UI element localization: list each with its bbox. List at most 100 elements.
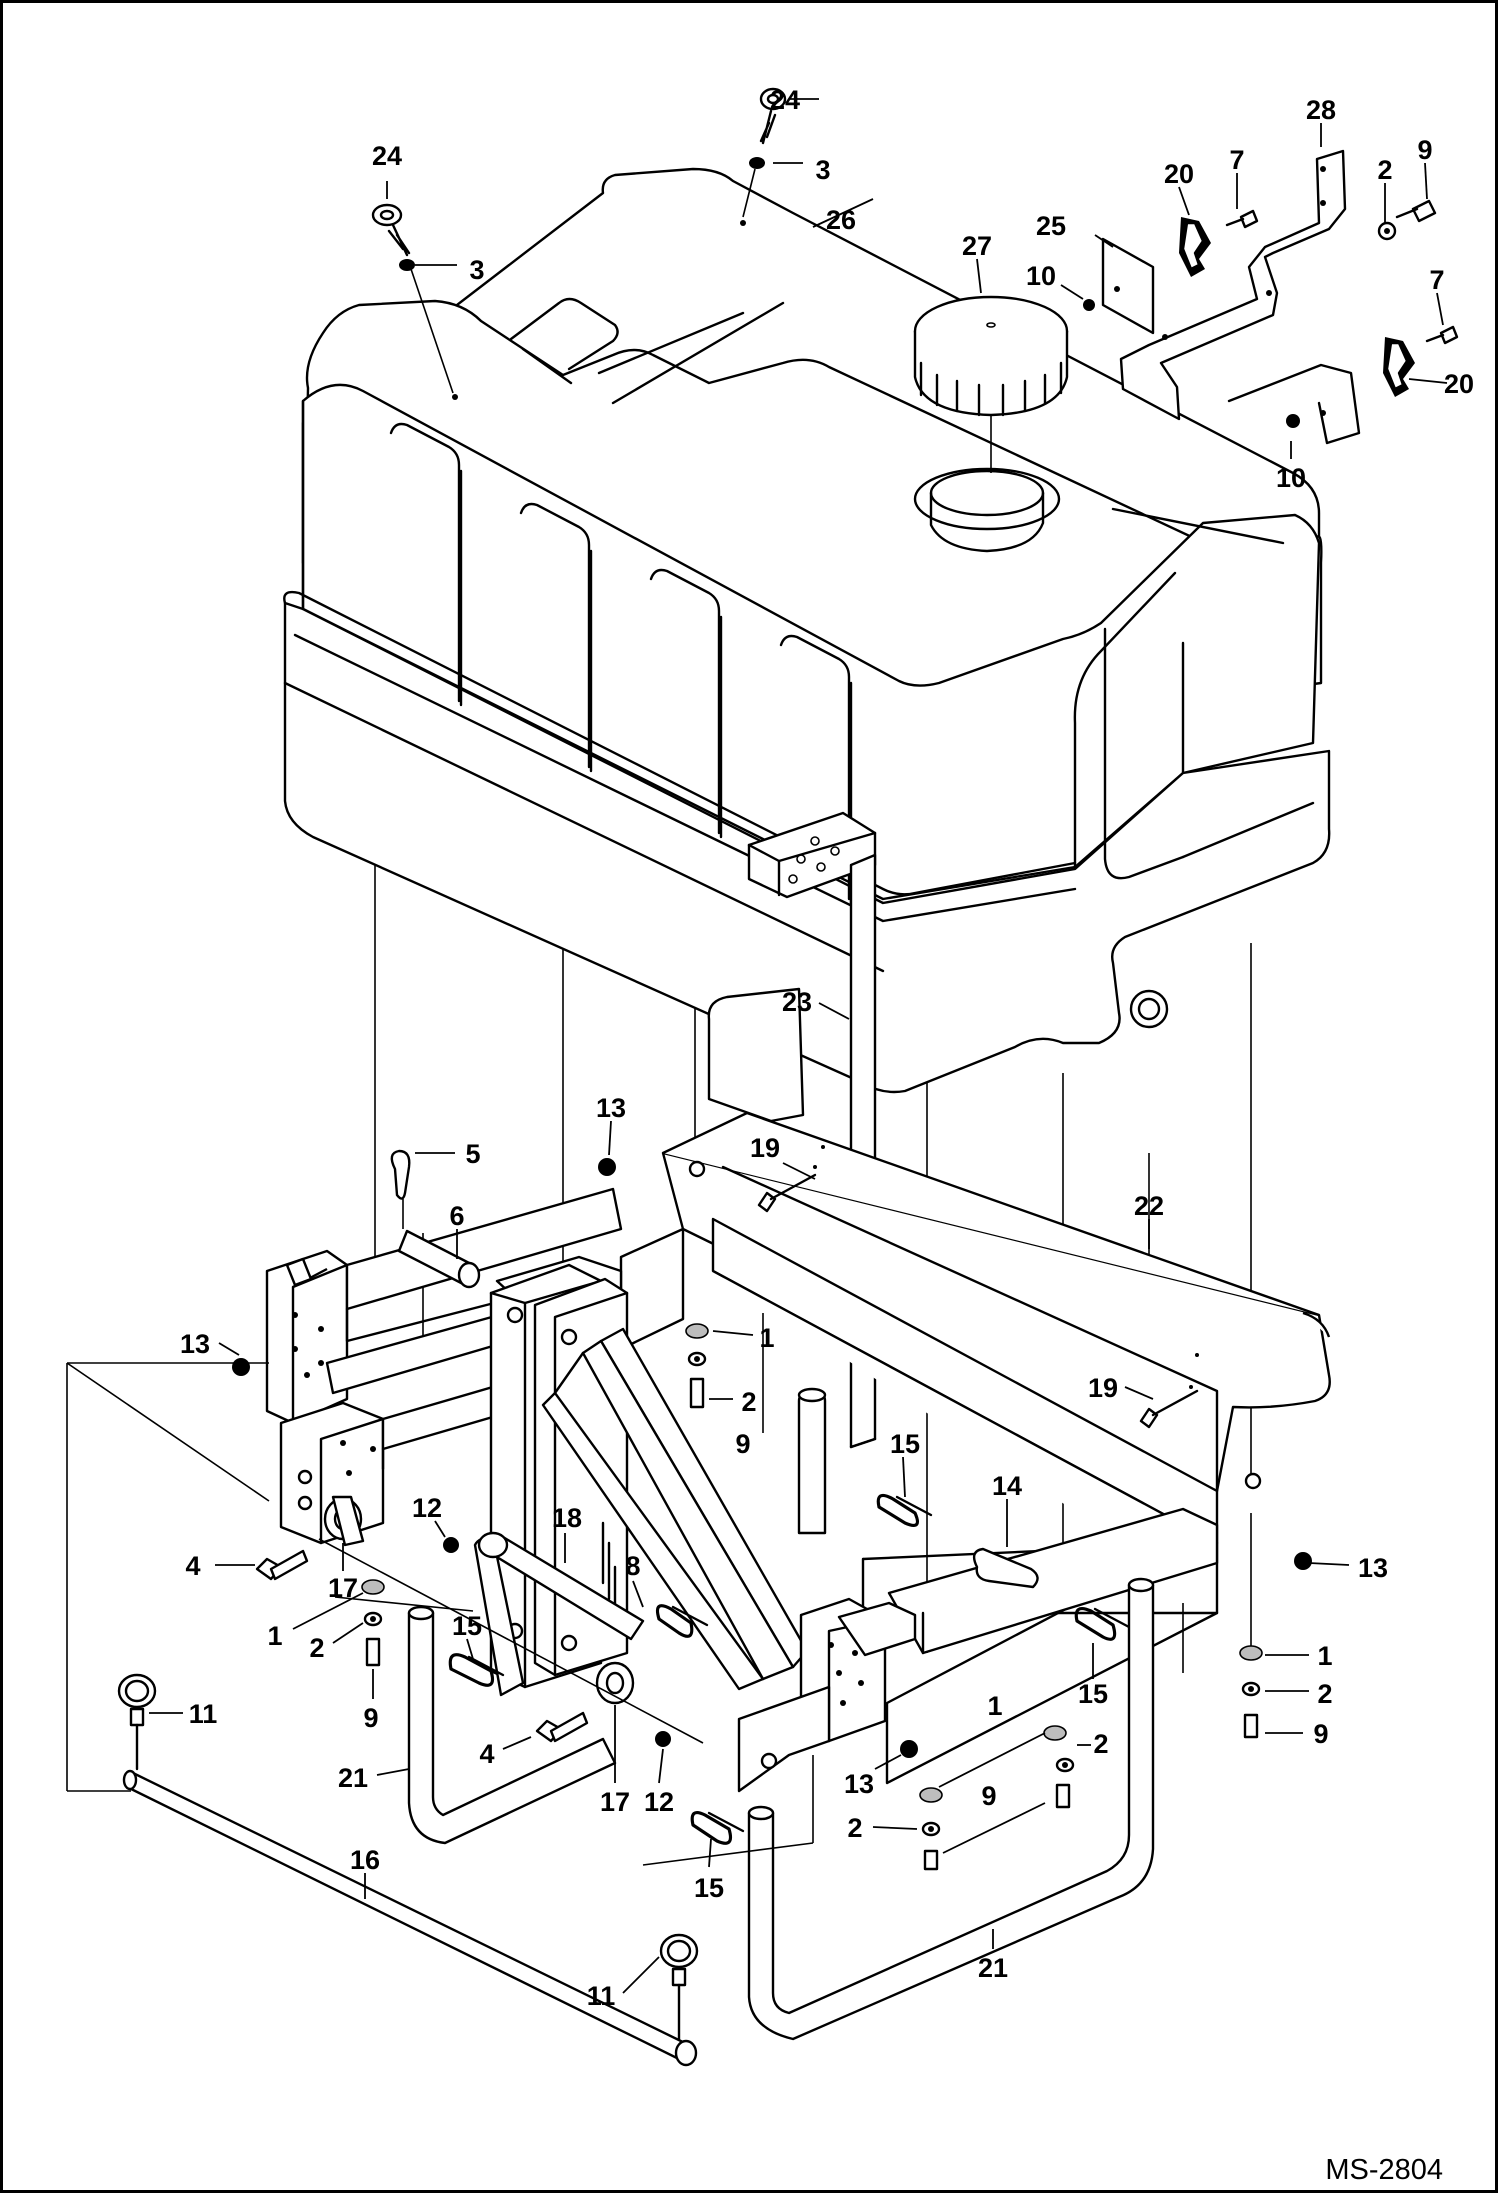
bolt-4-left [255,1549,309,1581]
hardware-stack-right [1239,1645,1263,1739]
bolt-19-right [1139,1389,1199,1429]
callout-21: 21 [978,1953,1008,1983]
drawing-code: MS-2804 [1325,2154,1443,2186]
callout-2: 2 [1317,1679,1332,1709]
callout-12: 12 [412,1493,442,1523]
callout-2: 2 [1093,1729,1108,1759]
callout-9: 9 [1313,1719,1328,1749]
bolt-19-upper [757,1173,817,1213]
hardware-stack-center [685,1323,709,1409]
callout-1: 1 [1317,1641,1332,1671]
roller-17-left [323,1495,365,1547]
ubolt-15-bottom [690,1811,745,1845]
roller-17-right [595,1661,635,1705]
plate-22 [661,987,1331,1493]
ubolt-15-mid [655,1604,709,1638]
brace-8 [541,1327,809,1691]
clip-20-upper [1179,217,1211,277]
callout-1: 1 [759,1323,774,1353]
callout-3: 3 [815,155,830,185]
callout-1: 1 [987,1691,1002,1721]
reference-lines [66,1362,1184,1866]
exploded-parts-diagram: 2432624328207292527107201023131952261312… [66,85,1474,2186]
callout-15: 15 [1078,1679,1108,1709]
callout-15: 15 [694,1873,724,1903]
callout-3: 3 [469,255,484,285]
hardware-stack-left [361,1579,385,1667]
eyebolt-24-left [371,203,458,400]
callout-9: 9 [363,1703,378,1733]
callout-19: 19 [1088,1373,1118,1403]
callout-2: 2 [309,1633,324,1663]
ubolt-15-right-top [876,1493,933,1527]
callout-13: 13 [1358,1553,1388,1583]
callout-19: 19 [750,1133,780,1163]
ring-pin-11-left [117,1673,157,1771]
callout-2: 2 [741,1387,756,1417]
callout-9: 9 [981,1781,996,1811]
callout-22: 22 [1134,1191,1164,1221]
callout-12: 12 [644,1787,674,1817]
callout-11: 11 [189,1699,218,1729]
callout-20: 20 [1164,159,1194,189]
callout-16: 16 [350,1845,380,1875]
tank-26 [283,167,1331,1094]
eyebolt-24-right [740,87,787,226]
callout-21: 21 [338,1763,368,1793]
callout-25: 25 [1036,211,1066,241]
ubolt-15-right [1074,1607,1131,1641]
callout-4: 4 [185,1551,200,1581]
tube-handle-21-left [407,1605,617,1845]
callout-8: 8 [625,1551,640,1581]
callout-11: 11 [587,1981,616,2011]
bar-16 [122,1769,698,2067]
callout-5: 5 [465,1139,480,1169]
callout-17: 17 [328,1573,358,1603]
hardware-stack-lower [919,1787,943,1871]
callout-7: 7 [1429,265,1444,295]
shaft-18 [477,1531,645,1641]
callout-27: 27 [962,231,992,261]
callout-15: 15 [452,1611,482,1641]
callout-10: 10 [1276,463,1306,493]
tube-posts [473,1387,827,1697]
callout-28: 28 [1306,95,1336,125]
ring-pin-11-right [659,1933,699,2041]
callout-2: 2 [847,1813,862,1843]
lower-frame [619,1217,1219,1785]
bracket-28 [1119,149,1361,445]
callout-20: 20 [1444,369,1474,399]
callout-4: 4 [479,1739,494,1769]
callout-14: 14 [992,1471,1022,1501]
cotter-5 [390,1149,411,1229]
callout-24: 24 [372,141,402,171]
fill-cap-27 [913,295,1069,553]
nuts [232,1158,1312,1758]
callout-1: 1 [267,1621,282,1651]
hardware-stack-lower-right [1043,1725,1075,1809]
bolt-4-right [535,1711,589,1743]
callout-13: 13 [180,1329,210,1359]
bracket-14 [972,1547,1039,1589]
pin-6 [397,1229,481,1289]
clip-20-lower [1383,337,1415,397]
callout-26: 26 [826,205,856,235]
callout-17: 17 [600,1787,630,1817]
callout-24: 24 [770,85,800,115]
callout-2: 2 [1377,155,1392,185]
callout-18: 18 [552,1503,582,1533]
top-hardware [1083,199,1459,428]
bracket-25 [1101,237,1155,335]
callout-9: 9 [1417,135,1432,165]
leader-lines [149,98,1448,1994]
callout-15: 15 [890,1429,920,1459]
callout-9: 9 [735,1429,750,1459]
callout-7: 7 [1229,145,1244,175]
callout-6: 6 [449,1201,464,1231]
callout-23: 23 [782,987,812,1017]
callout-10: 10 [1026,261,1056,291]
ubolt-15-left [448,1653,505,1687]
callout-13: 13 [844,1769,874,1799]
